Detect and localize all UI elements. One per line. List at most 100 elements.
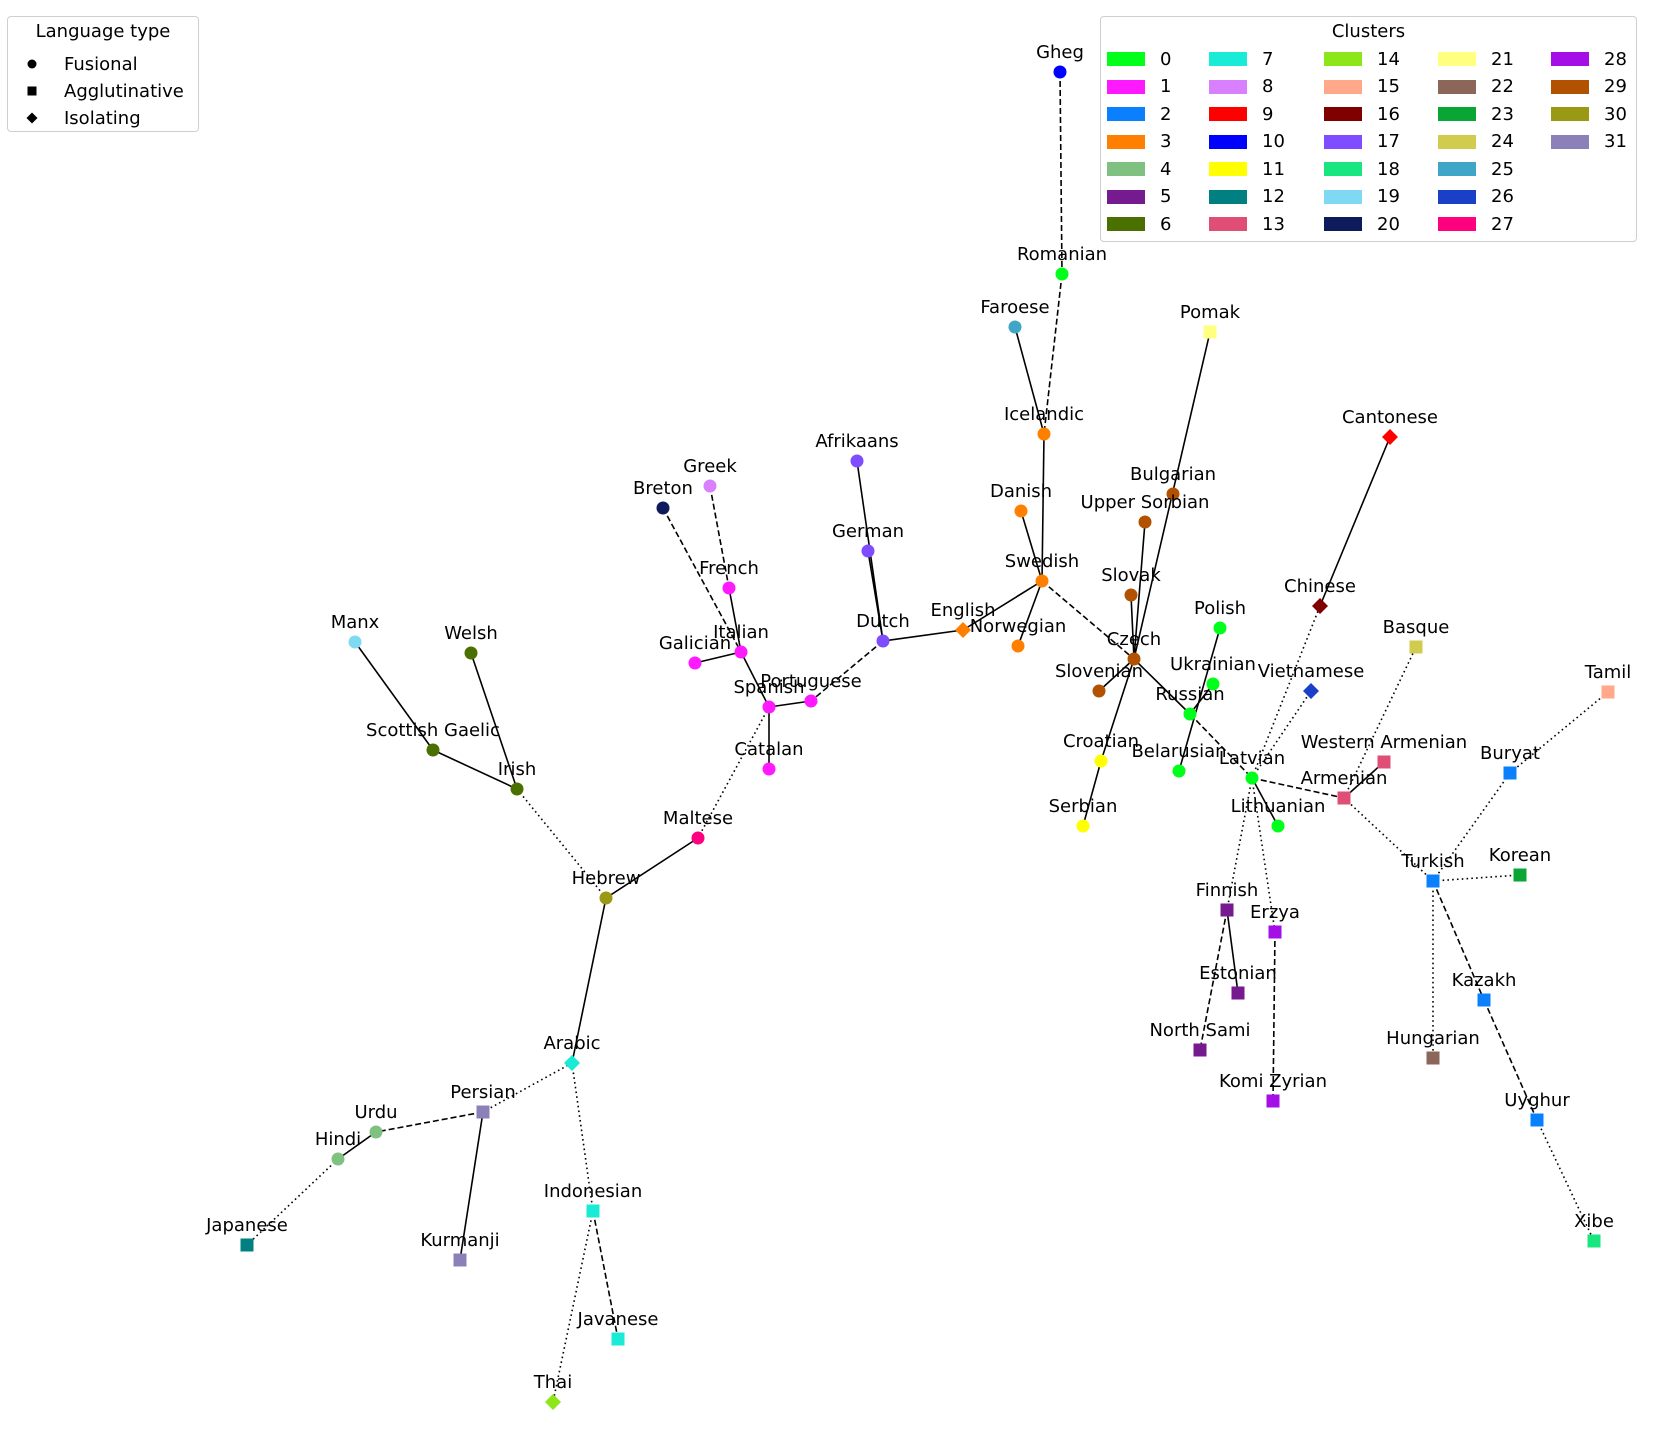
node-label-hungarian: Hungarian [1386, 1028, 1480, 1049]
edge-kazakh-uyghur [1483, 999, 1538, 1121]
cluster-swatch [1551, 79, 1589, 94]
edge-latvian-armenian [1251, 777, 1345, 799]
node-maltese [691, 831, 705, 845]
node-lithuanian [1271, 819, 1285, 833]
node-norwegian [1011, 639, 1025, 653]
edge-uyghur-xibe [1536, 1119, 1595, 1242]
node-belarusian [1172, 764, 1186, 778]
edge-polish-belarusian [1178, 627, 1221, 772]
edge-hebrew-arabic [571, 897, 607, 1064]
cluster-swatch [1107, 79, 1145, 94]
cluster-legend-item-6: 6 [1107, 213, 1172, 235]
node-kazakh [1477, 993, 1491, 1007]
cluster-swatch [1324, 79, 1362, 94]
cluster-legend-item-21: 21 [1438, 48, 1514, 70]
node-buryat [1503, 766, 1517, 780]
edge-swedish-czech [1041, 580, 1135, 660]
node-label-maltese: Maltese [663, 808, 733, 829]
node-label-slovak: Slovak [1101, 565, 1161, 586]
node-label-hebrew: Hebrew [572, 868, 641, 889]
cluster-legend-item-14: 14 [1324, 49, 1400, 70]
edge-latvian-finnish [1226, 777, 1253, 911]
node-label-scottishgaelic: Scottish Gaelic [366, 720, 500, 741]
edge-icelandic-swedish [1041, 433, 1045, 582]
node-portuguese [804, 694, 818, 708]
node-pomak [1203, 325, 1217, 339]
diamond-marker-icon [26, 112, 38, 124]
node-label-indonesian: Indonesian [544, 1181, 642, 1202]
edge-czech-slovenian [1098, 658, 1135, 692]
node-slovenian [1092, 684, 1106, 698]
node-italian [734, 645, 748, 659]
cluster-legend-item-4: 4 [1107, 159, 1171, 180]
node-label-basque: Basque [1383, 617, 1450, 638]
edge-swedish-norwegian [1017, 580, 1043, 647]
node-label-latvian: Latvian [1219, 748, 1285, 769]
legend-label-isolating: Isolating [64, 107, 141, 129]
cluster-swatch [1438, 217, 1476, 231]
cluster-legend-item-5: 5 [1107, 186, 1171, 207]
cluster-swatch [1209, 134, 1247, 149]
node-label-english: English [931, 600, 996, 621]
cluster-label: 23 [1491, 103, 1514, 125]
edge-czech-croatian [1100, 658, 1135, 762]
cluster-label: 22 [1491, 76, 1514, 97]
node-catalan [762, 762, 776, 776]
node-russian [1183, 707, 1197, 721]
edge-german-dutch [867, 550, 884, 642]
cluster-label: 28 [1604, 48, 1627, 70]
node-label-dutch: Dutch [856, 611, 910, 632]
cluster-swatch [1438, 79, 1476, 94]
node-label-danish: Danish [990, 481, 1052, 502]
node-label-gheg: Gheg [1036, 42, 1084, 63]
language-type-legend: Language type Fusional Agglutinative Iso… [7, 16, 199, 132]
node-japanese [240, 1238, 254, 1252]
cluster-legend-item-16: 16 [1324, 104, 1400, 125]
node-label-xibe: Xibe [1574, 1211, 1614, 1232]
cluster-swatch [1324, 189, 1362, 204]
cluster-label: 10 [1262, 131, 1285, 152]
node-persian [476, 1105, 490, 1119]
cluster-swatch [1438, 162, 1476, 176]
cluster-legend-item-29: 29 [1551, 76, 1627, 97]
node-label-armenian: Armenian [1301, 768, 1388, 789]
node-arabic [564, 1055, 580, 1071]
node-northsami [1193, 1043, 1207, 1057]
cluster-label: 25 [1491, 158, 1514, 180]
cluster-label: 3 [1160, 131, 1172, 152]
cluster-label: 1 [1160, 76, 1172, 97]
node-label-lithuanian: Lithuanian [1231, 796, 1326, 817]
node-javanese [611, 1332, 625, 1346]
cluster-legend-item-25: 25 [1438, 158, 1514, 180]
node-label-urdu: Urdu [354, 1102, 397, 1123]
cluster-label: 26 [1491, 186, 1514, 207]
clusters-legend-title: Clusters [1331, 21, 1406, 42]
node-label-russian: Russian [1155, 684, 1224, 705]
cluster-label: 6 [1160, 213, 1172, 235]
cluster-label: 7 [1262, 48, 1274, 70]
node-label-serbian: Serbian [1049, 796, 1118, 817]
node-label-persian: Persian [450, 1082, 516, 1103]
cluster-swatch [1209, 217, 1247, 231]
node-label-finnish: Finnish [1196, 880, 1259, 901]
node-label-german: German [832, 521, 904, 542]
node-turkish [1426, 874, 1440, 888]
cluster-legend-item-28: 28 [1551, 48, 1627, 70]
node-label-kurmanji: Kurmanji [420, 1230, 499, 1251]
edge-manx-scottishgaelic [354, 641, 434, 751]
cluster-label: 21 [1491, 48, 1514, 70]
edge-danish-swedish [1020, 510, 1043, 582]
circle-marker-icon [27, 59, 37, 69]
node-label-romanian: Romanian [1017, 244, 1107, 265]
node-label-northsami: North Sami [1149, 1020, 1250, 1041]
node-greek [703, 479, 717, 493]
node-label-japanese: Japanese [205, 1215, 288, 1236]
node-label-chinese: Chinese [1284, 576, 1356, 597]
edge-erzya-komizyrian [1272, 931, 1276, 1102]
edge-indonesian-javanese [592, 1210, 619, 1340]
node-tamil [1601, 685, 1615, 699]
node-cantonese [1382, 429, 1398, 445]
cluster-legend-item-31: 31 [1551, 131, 1627, 152]
node-basque [1409, 640, 1423, 654]
